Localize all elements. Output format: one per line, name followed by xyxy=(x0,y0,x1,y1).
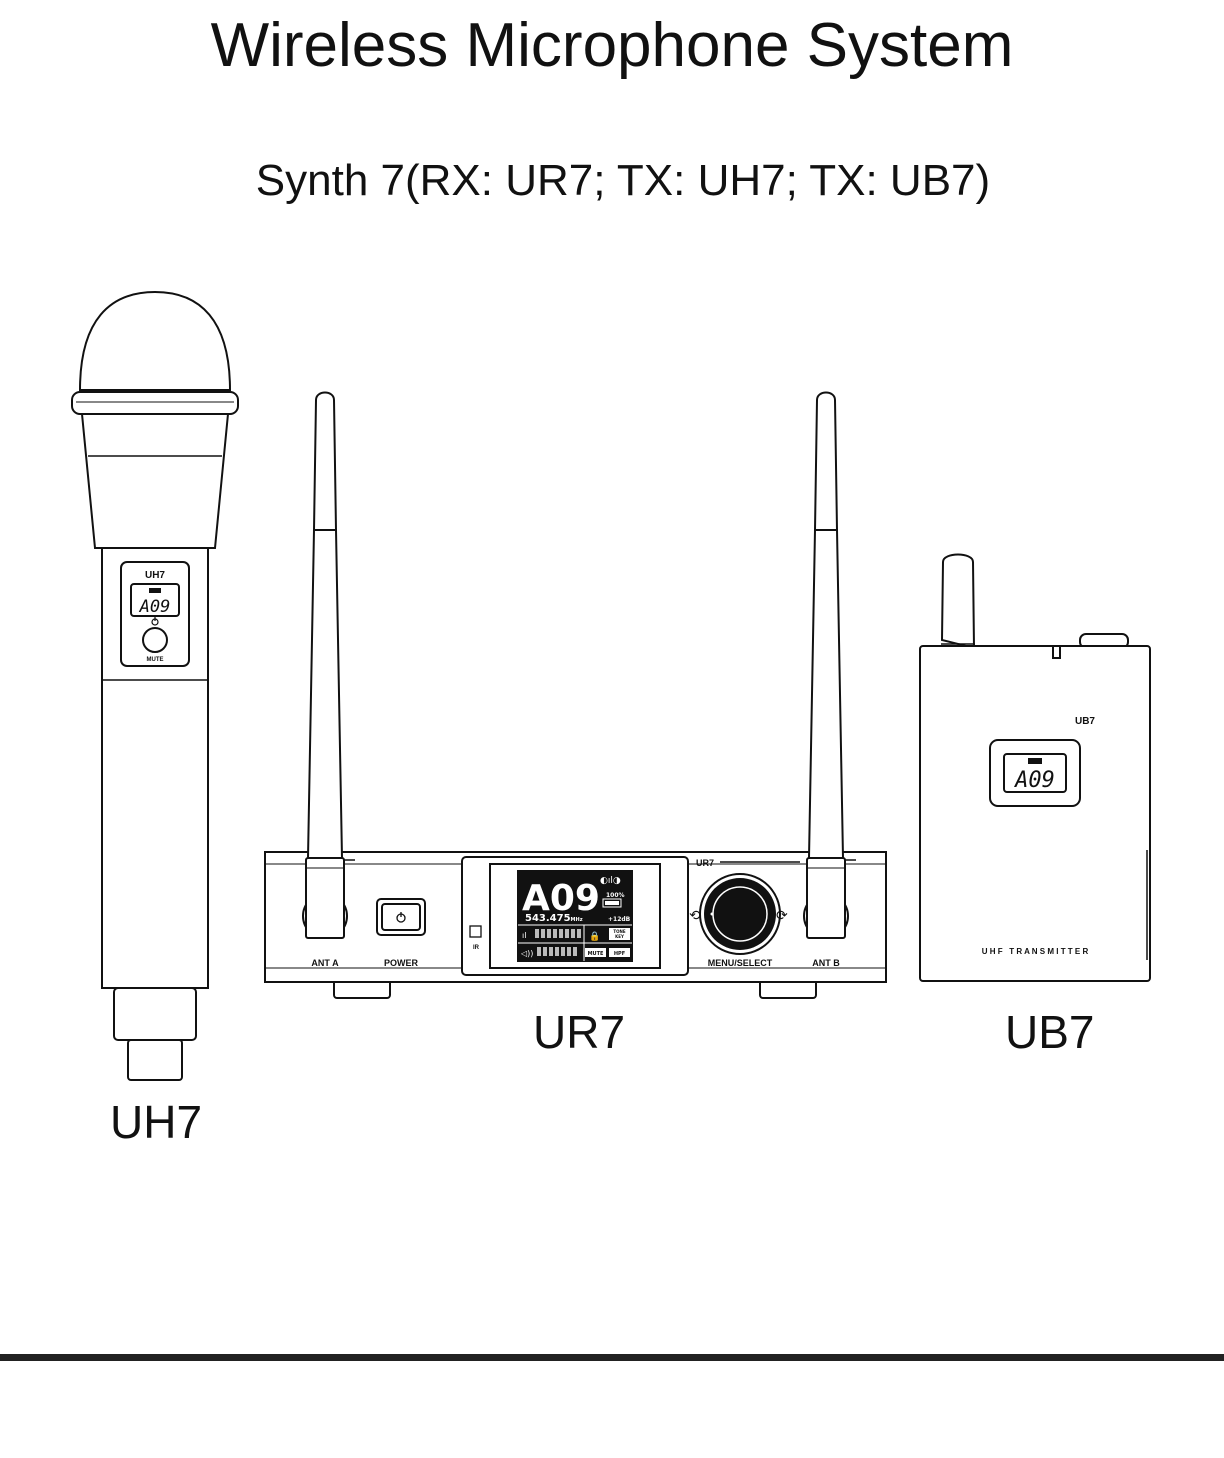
bottom-rule xyxy=(0,1354,1224,1361)
screen-tone-key-2: KEY xyxy=(615,934,624,939)
meter-segment xyxy=(565,929,569,938)
meter-segment xyxy=(547,929,551,938)
battery-icon xyxy=(149,588,161,593)
screen-freq-unit: MHz xyxy=(571,917,583,923)
meter-segment xyxy=(537,947,541,956)
rotate-left-icon: ⟲ xyxy=(689,908,701,924)
rotate-right-icon: ⟳ xyxy=(776,908,788,924)
receiver-caption: UR7 xyxy=(533,1005,625,1059)
meter-segment xyxy=(577,929,581,938)
screen-gain: +12dB xyxy=(608,916,631,923)
screen-frequency: 543.475 xyxy=(525,913,571,924)
meter-segment xyxy=(535,929,539,938)
meter-segment xyxy=(553,929,557,938)
ant-b-label: ANT B xyxy=(812,958,840,968)
bodypack-display: A09 xyxy=(1013,768,1055,793)
screen-hpf: HPF xyxy=(614,951,625,957)
mute-label: MUTE xyxy=(147,657,164,663)
rf-level-icon: ıl xyxy=(522,931,526,940)
bodypack-footer: U H F T R A N S M I T T E R xyxy=(982,947,1089,956)
bodypack-badge: UB7 xyxy=(1075,716,1095,727)
screen-battery: 100% xyxy=(606,892,625,899)
af-level-meter xyxy=(537,947,577,956)
handheld-caption: UH7 xyxy=(110,1095,202,1149)
receiver: ANT A ANT B POWER IR A09 ◐ıl◑ 100% 543.4… xyxy=(265,393,886,999)
meter-segment xyxy=(541,929,545,938)
mute-button[interactable] xyxy=(143,628,167,652)
handheld-microphone: UH7 A09 MUTE xyxy=(72,292,238,1080)
menu-select-knob[interactable] xyxy=(713,887,767,941)
screen-mute: MUTE xyxy=(588,951,604,957)
ir-label: IR xyxy=(473,945,480,951)
bodypack-transmitter: UB7 A09 U H F T R A N S M I T T E R xyxy=(920,555,1150,982)
meter-segment xyxy=(543,947,547,956)
lock-icon: 🔒 xyxy=(589,931,600,942)
meter-segment xyxy=(555,947,559,956)
receiver-badge: UR7 xyxy=(696,858,714,868)
battery-icon xyxy=(1028,758,1042,764)
meter-segment xyxy=(549,947,553,956)
ir-sensor xyxy=(470,926,481,937)
signal-icon: ◐ıl◑ xyxy=(600,876,621,886)
meter-segment xyxy=(561,947,565,956)
meter-segment xyxy=(573,947,577,956)
ant-a-label: ANT A xyxy=(311,958,339,968)
meter-segment xyxy=(559,929,563,938)
meter-segment xyxy=(571,929,575,938)
speaker-icon: ◁)) xyxy=(520,949,533,958)
menu-select-label: MENU/SELECT xyxy=(708,958,773,968)
bodypack-caption: UB7 xyxy=(1005,1005,1094,1059)
handheld-badge: UH7 xyxy=(145,570,165,581)
power-label: POWER xyxy=(384,958,419,968)
meter-segment xyxy=(567,947,571,956)
handheld-display: A09 xyxy=(139,597,171,617)
